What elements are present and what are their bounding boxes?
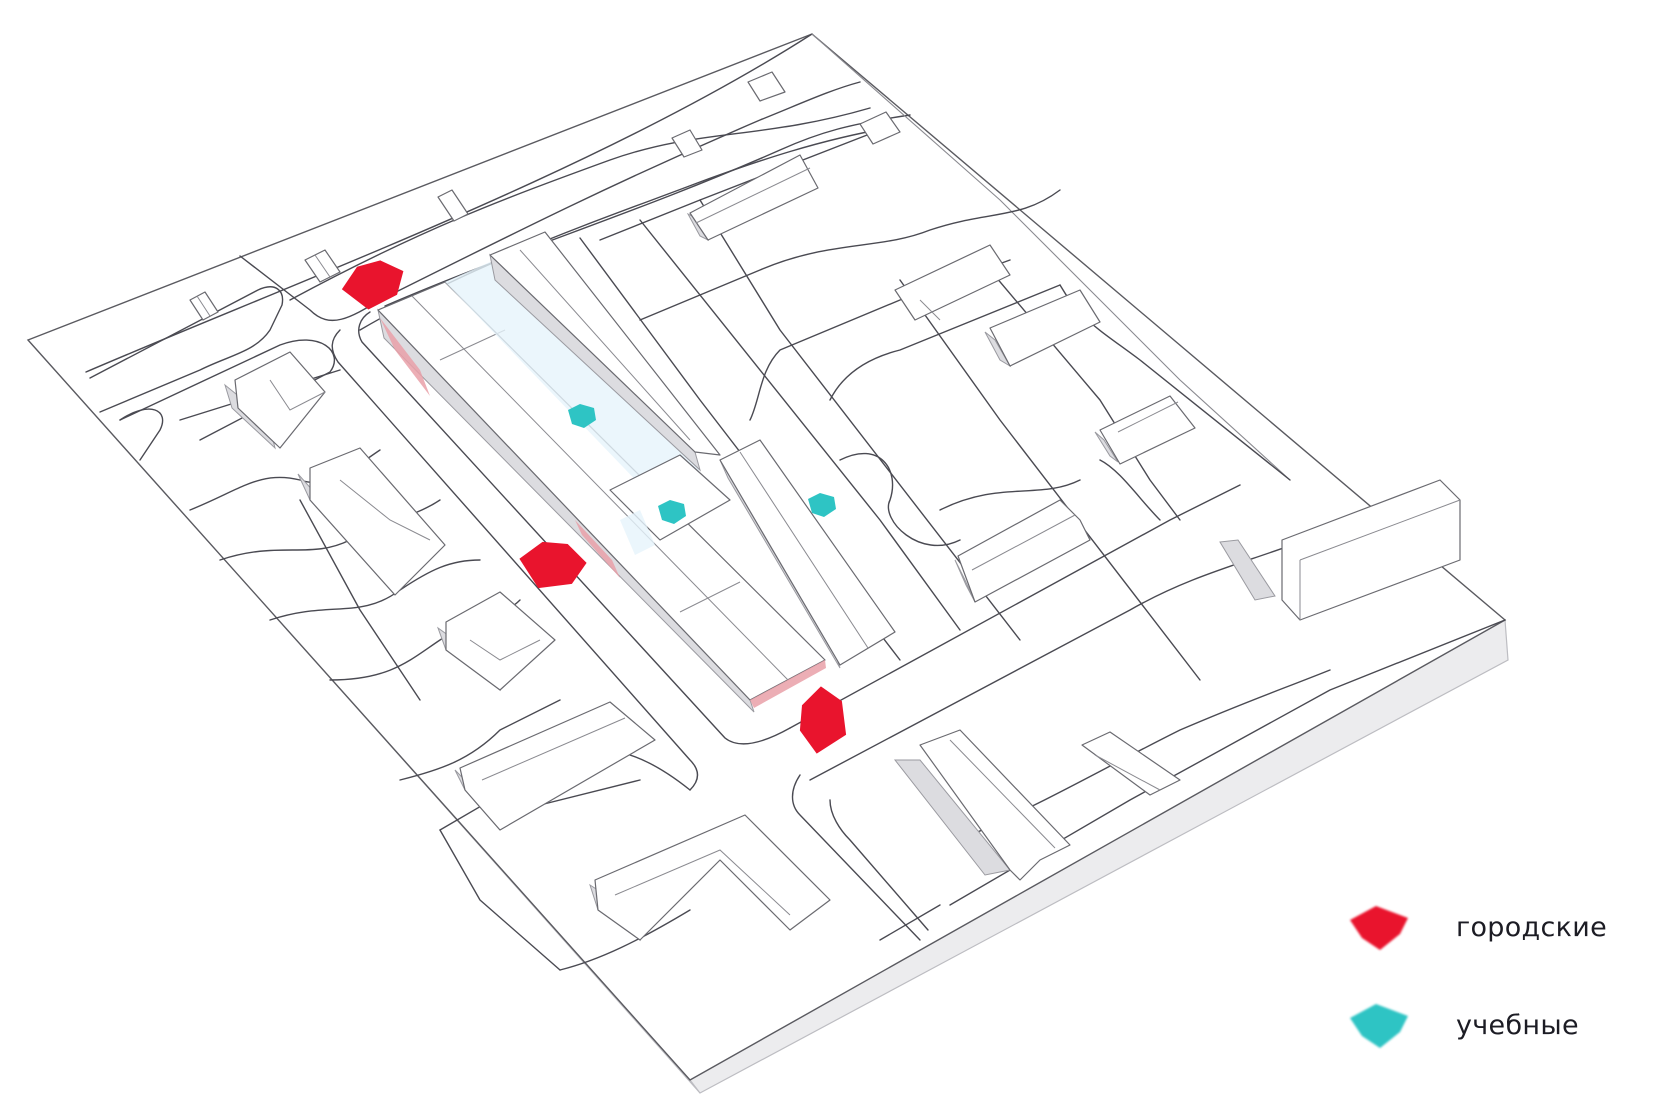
lower-east-wing-roof-line: [739, 451, 869, 649]
west-block-line-2: [439, 829, 561, 971]
shed-n-3: [747, 71, 786, 102]
inner-entrance-2-marker: [658, 500, 686, 524]
parcel-line-7: [829, 284, 1061, 401]
shed-nw-1: [189, 291, 219, 321]
north-street-edge-2: [239, 81, 861, 322]
legend-label-city: городские: [1456, 911, 1608, 943]
legend-label-educational: учебные: [1456, 1009, 1579, 1041]
west-wing-roof-line: [411, 295, 789, 681]
south-small-building: [1081, 731, 1181, 796]
west-wing-roof-tile-1: [439, 329, 506, 361]
south-entrance-marker: [799, 686, 847, 754]
ne-building-3: [1094, 395, 1196, 465]
parcel-line-3: [699, 199, 1021, 641]
south-street-edge-5: [829, 799, 929, 931]
red-entrance-icon: [341, 260, 404, 310]
legend: городские учебные: [1340, 880, 1660, 1060]
atrium-glass: [445, 262, 700, 495]
west-street-edge-1: [89, 286, 284, 413]
shed-ne-1: [859, 111, 901, 145]
west-house-4: [454, 701, 656, 831]
teal-arrow-icon: [1350, 1004, 1408, 1048]
surrounding-buildings: [189, 71, 1461, 942]
west-contour-1: [119, 408, 164, 461]
parcel-line-5: [639, 189, 1061, 321]
avenue-left-edge: [331, 329, 699, 791]
parcel-line-11: [839, 453, 961, 547]
shed-n-1: [437, 189, 469, 222]
west-house-1: [224, 351, 326, 450]
west-block-line-4: [559, 909, 691, 971]
ne-boundary: [811, 33, 1291, 481]
east-mid-building: [954, 499, 1091, 603]
lower-east-wing-roof: [719, 439, 896, 666]
west-block-line-1: [299, 499, 421, 701]
ne-building-2: [984, 289, 1101, 368]
red-entrance-icon: [519, 541, 587, 589]
entrance-markers: [341, 260, 847, 754]
red-arrow-icon: [1350, 906, 1408, 950]
west-house-2: [297, 447, 446, 596]
south-long-building: [893, 729, 1071, 881]
parcel-line-8: [899, 279, 1201, 681]
west-street-edge-2: [119, 339, 336, 441]
west-wing-red-facade: [380, 318, 430, 396]
parcel-line-12: [939, 479, 1081, 511]
shed-nw-2: [304, 249, 341, 283]
north-long-building: [686, 154, 819, 242]
south-street-edge-2: [789, 484, 1241, 729]
teal-entrance-icon: [808, 493, 836, 517]
west-wing-roof-tile-2: [679, 581, 741, 613]
parcel-line-2: [639, 219, 961, 631]
parcel-line-13: [1099, 459, 1161, 521]
connector-glass: [620, 510, 655, 555]
north-street-edge-1: [85, 33, 813, 373]
inner-entrance-3-marker: [808, 493, 836, 517]
parcel-line-6: [749, 259, 1011, 421]
legend-item-city: городские: [1340, 900, 1607, 954]
west-house-l-shape: [589, 814, 831, 942]
west-wing-red-end: [750, 660, 826, 708]
avenue-right-edge: [358, 311, 791, 745]
ne-building-1: [894, 244, 1011, 321]
red-entrance-icon: [799, 686, 847, 754]
parcel-line-4: [599, 129, 881, 241]
east-wing-roof: [489, 231, 721, 456]
east-tall-building: [1219, 479, 1461, 621]
east-front-line-3: [879, 904, 941, 941]
teal-entrance-icon: [568, 404, 596, 428]
east-wing-roof-line: [519, 249, 691, 441]
shed-n-2: [671, 129, 703, 158]
west-contour-6: [399, 699, 561, 781]
teal-entrance-icon: [658, 500, 686, 524]
west-wing-red-facade-2: [575, 520, 620, 578]
west-entrance-marker: [519, 541, 587, 589]
north-street-edge-3: [289, 107, 871, 301]
west-house-3: [436, 591, 556, 692]
legend-item-educational: учебные: [1340, 998, 1579, 1052]
central-building: [377, 231, 896, 713]
inner-entrance-1-marker: [568, 404, 596, 428]
south-street-edge-4: [791, 774, 921, 941]
north-entrance-marker: [341, 260, 404, 310]
